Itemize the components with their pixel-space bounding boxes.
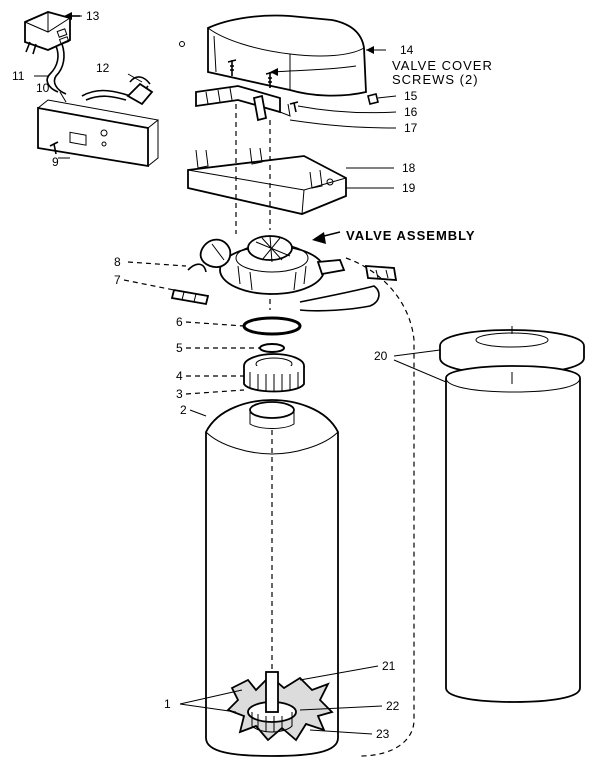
label-19: 19 bbox=[402, 181, 416, 195]
label-11: 11 bbox=[12, 69, 25, 83]
mineral-tank bbox=[205, 399, 339, 757]
faceplate-screw bbox=[49, 141, 59, 155]
mounting-bracket bbox=[195, 85, 291, 122]
label-22: 22 bbox=[386, 699, 400, 713]
label-5: 5 bbox=[176, 341, 183, 355]
label-15: 15 bbox=[404, 89, 418, 103]
label-6: 6 bbox=[176, 315, 183, 329]
valve-assembly bbox=[170, 231, 398, 312]
valve-cover-caption-line1: VALVE COVER bbox=[392, 58, 493, 73]
brine-line bbox=[345, 257, 415, 757]
label-12: 12 bbox=[96, 61, 110, 75]
label-9: 9 bbox=[52, 155, 59, 169]
label-13: 13 bbox=[86, 9, 100, 23]
valve-cover-screws bbox=[227, 59, 275, 88]
wire-harness bbox=[81, 76, 154, 106]
leader-lines bbox=[34, 12, 447, 735]
label-23: 23 bbox=[376, 727, 390, 741]
label-10: 10 bbox=[36, 81, 50, 95]
valve-cover bbox=[179, 14, 367, 97]
distributor-head bbox=[243, 353, 305, 393]
clip-part bbox=[367, 93, 379, 105]
o-ring bbox=[242, 316, 302, 336]
label-20: 20 bbox=[374, 349, 388, 363]
valve-assembly-caption: VALVE ASSEMBLY bbox=[346, 228, 476, 243]
label-3: 3 bbox=[176, 387, 183, 401]
small-ring bbox=[259, 343, 285, 353]
label-21: 21 bbox=[382, 659, 396, 673]
label-14: 14 bbox=[400, 43, 414, 57]
valve-cover-caption-line2: SCREWS (2) bbox=[392, 72, 479, 87]
label-2: 2 bbox=[180, 403, 187, 417]
transformer-plug bbox=[24, 11, 71, 95]
timer-faceplate bbox=[37, 99, 160, 168]
label-17: 17 bbox=[404, 121, 418, 135]
label-16: 16 bbox=[404, 105, 418, 119]
brine-tank bbox=[439, 326, 585, 703]
label-18: 18 bbox=[402, 161, 416, 175]
screw-small bbox=[289, 101, 299, 113]
label-8: 8 bbox=[114, 255, 121, 269]
cover-base bbox=[187, 147, 347, 215]
label-7: 7 bbox=[114, 273, 121, 287]
label-1: 1 bbox=[164, 697, 171, 711]
label-4: 4 bbox=[176, 369, 183, 383]
